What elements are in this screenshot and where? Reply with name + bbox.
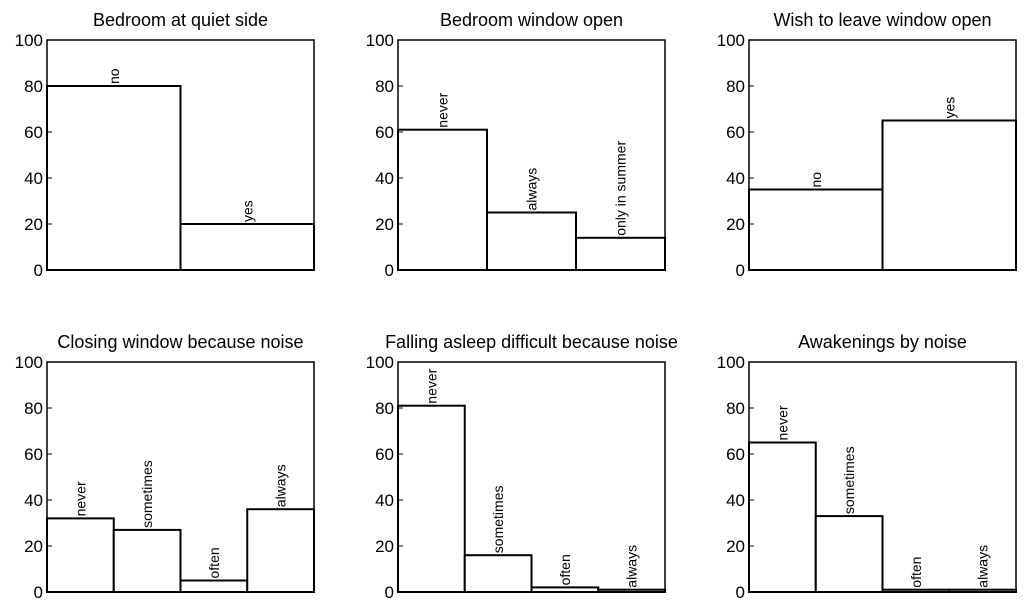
bar-always (246, 508, 315, 594)
bar-label: always (624, 545, 640, 588)
bar-yes (881, 119, 1017, 271)
y-tick-label: 60 (24, 123, 43, 142)
bar-label: sometimes (139, 460, 155, 528)
y-tick-label: 40 (375, 169, 394, 188)
bar-never (46, 517, 115, 594)
chart-title: Bedroom window open (440, 10, 623, 30)
bar-label: sometimes (841, 446, 857, 514)
y-tick-label: 60 (726, 123, 745, 142)
y-tick-label: 80 (24, 77, 43, 96)
y-tick-label: 0 (385, 583, 394, 602)
chart-panel-6: Awakenings by noise never sometimes often al… (717, 332, 1017, 602)
bar-label: no (106, 68, 122, 84)
chart-title: Wish to leave window open (773, 10, 991, 30)
y-tick-label: 40 (375, 491, 394, 510)
y-tick-label: 60 (726, 445, 745, 464)
y-tick-label: 80 (726, 399, 745, 418)
bar-sometimes (112, 528, 182, 594)
y-tick-label: 100 (366, 31, 394, 50)
y-tick-label: 80 (24, 399, 43, 418)
bar-label: often (557, 554, 573, 585)
bar-label: always (273, 464, 289, 507)
y-tick-label: 0 (385, 261, 394, 280)
bar-label: only in summer (613, 141, 629, 236)
bar-yes (179, 223, 315, 271)
y-tick-label: 0 (736, 583, 745, 602)
bar-sometimes (463, 554, 533, 594)
y-tick-label: 80 (726, 77, 745, 96)
bar-label: yes (941, 97, 957, 119)
y-tick-label: 100 (717, 31, 745, 50)
axes-frame (748, 361, 1017, 593)
axes-frame (46, 361, 315, 593)
chart-panel-3: Wish to leave window open no yes 0 20 40 60 80 1… (717, 10, 1017, 280)
y-tick-label: 60 (375, 123, 394, 142)
bar-sometimes (814, 515, 884, 593)
bar-label: never (72, 481, 88, 516)
bar-label: never (774, 405, 790, 440)
y-tick-label: 20 (375, 215, 394, 234)
y-tick-label: 80 (375, 399, 394, 418)
y-tick-label: 40 (726, 169, 745, 188)
y-tick-label: 20 (24, 537, 43, 556)
y-tick-label: 0 (34, 261, 43, 280)
axes-frame (46, 39, 315, 271)
axes-frame (397, 361, 666, 593)
bar-label: sometimes (490, 486, 506, 554)
bar-label: always (975, 545, 991, 588)
bar-never (397, 404, 466, 594)
y-tick-label: 40 (24, 491, 43, 510)
y-tick-label: 20 (726, 215, 745, 234)
bar-never (748, 441, 817, 593)
y-tick-label: 40 (726, 491, 745, 510)
bar-label: never (435, 92, 451, 127)
chart-panel-2: Bedroom window open never always only in su… (366, 10, 666, 280)
y-tick-label: 100 (717, 353, 745, 372)
y-tick-label: 20 (726, 537, 745, 556)
y-tick-label: 20 (24, 215, 43, 234)
bar-no (46, 85, 182, 271)
chart-panel-4: Closing window because noise never sometim… (15, 332, 315, 602)
bar-often (179, 579, 249, 593)
bar-label: often (206, 547, 222, 578)
chart-panel-1: Bedroom at quiet side no yes 0 20 40 60 80 100 (15, 10, 315, 280)
bar-never (397, 128, 488, 271)
bar-no (748, 188, 884, 271)
chart-title: Bedroom at quiet side (93, 10, 268, 30)
bar-label: never (423, 368, 439, 403)
y-tick-label: 100 (15, 353, 43, 372)
bar-always (486, 211, 577, 271)
bar-only-in-summer (575, 236, 666, 272)
y-tick-label: 60 (375, 445, 394, 464)
y-tick-label: 40 (24, 169, 43, 188)
y-tick-label: 0 (34, 583, 43, 602)
bar-label: yes (239, 200, 255, 222)
chart-title: Awakenings by noise (798, 332, 967, 352)
bar-label: always (524, 168, 540, 211)
chart-title: Closing window because noise (57, 332, 303, 352)
chart-title: Falling asleep difficult because noise (385, 332, 678, 352)
axes-frame (748, 39, 1017, 271)
y-tick-label: 60 (24, 445, 43, 464)
chart-panel-5: Falling asleep difficult because noise ne… (366, 332, 678, 602)
y-tick-label: 0 (736, 261, 745, 280)
y-tick-label: 100 (366, 353, 394, 372)
bar-label: no (808, 172, 824, 188)
y-tick-label: 80 (375, 77, 394, 96)
y-tick-label: 100 (15, 31, 43, 50)
axes-frame (397, 39, 666, 271)
bar-label: often (908, 557, 924, 588)
y-tick-label: 20 (375, 537, 394, 556)
